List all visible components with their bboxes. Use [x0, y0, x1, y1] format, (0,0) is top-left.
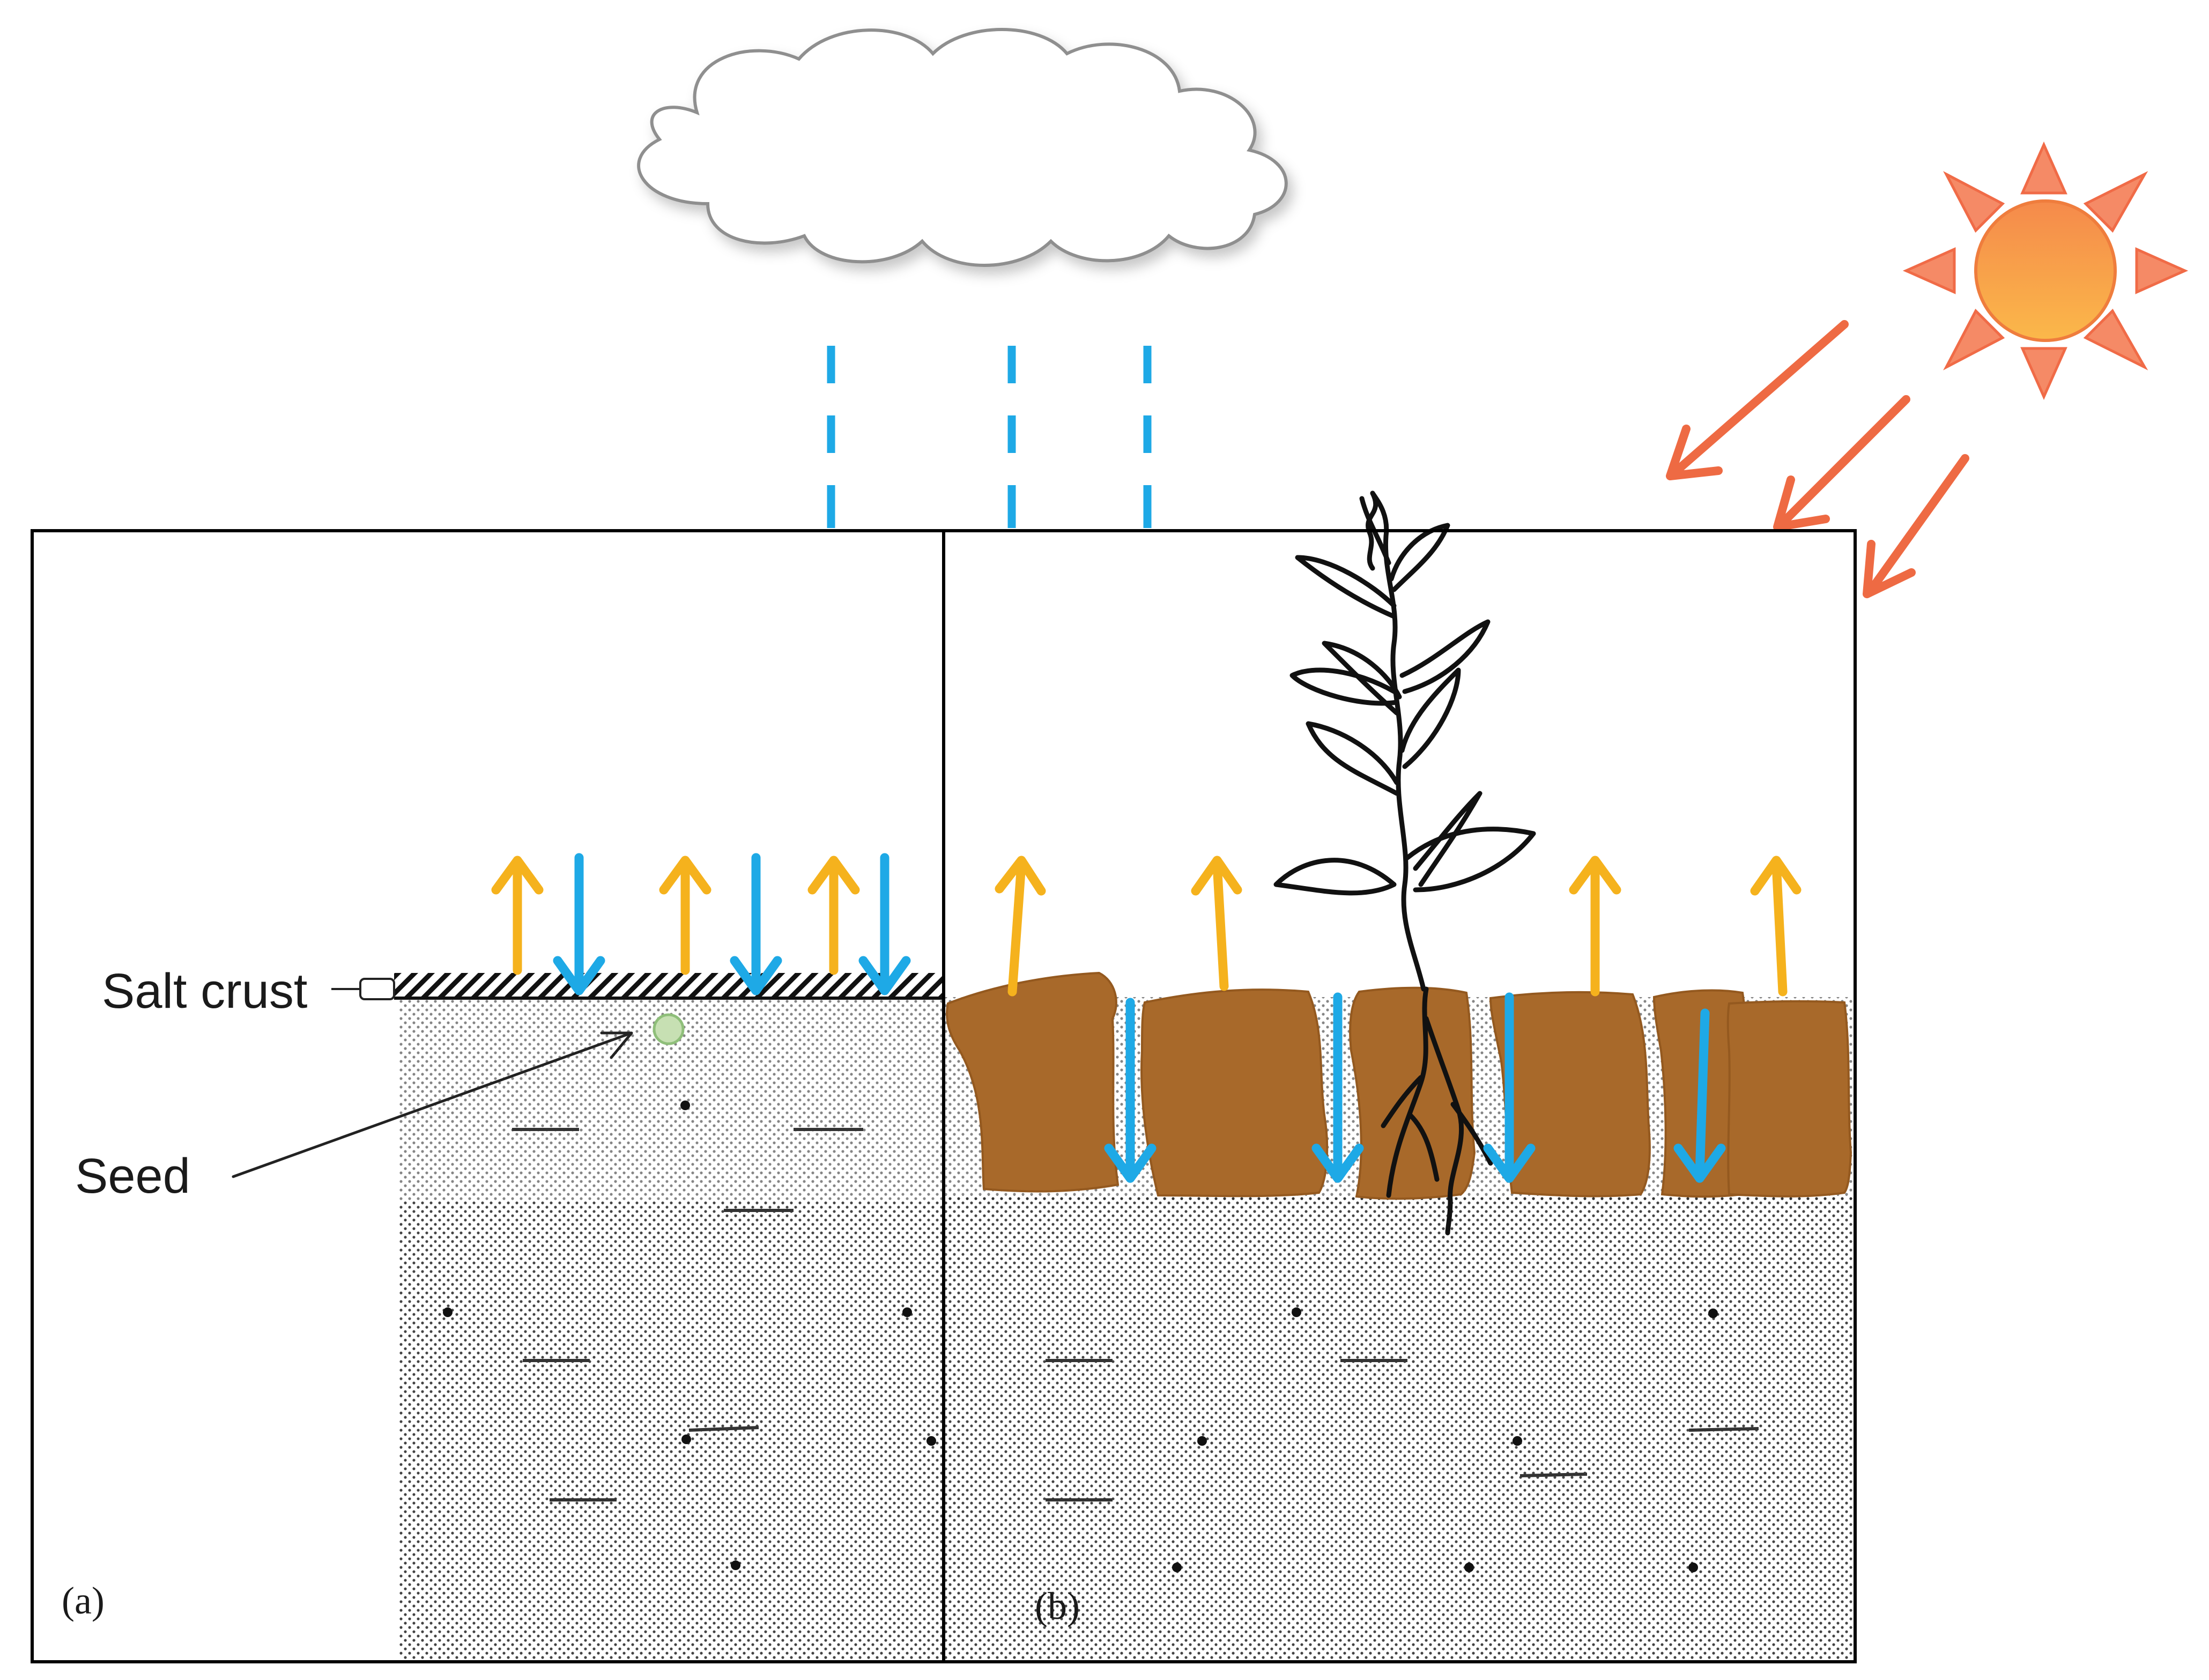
salt-crust-pointer: [331, 978, 395, 1000]
infiltration-arrow: [1483, 992, 1536, 1183]
evaporation-arrows: [491, 856, 860, 975]
salt-crust-label: Salt crust: [102, 964, 307, 1019]
seed: [653, 1013, 685, 1045]
infiltration-arrow: [1311, 992, 1364, 1183]
soil-bottom-layer: [399, 1201, 942, 1662]
evaporation-arrow: [807, 856, 860, 975]
panel-b-label: (b): [1035, 1585, 1080, 1627]
seed-pointer: [232, 1031, 633, 1178]
sun-ray-arrow: [1863, 454, 1969, 598]
evaporation-arrow: [491, 856, 544, 975]
cloud-icon: [637, 28, 1288, 267]
panel-a-label: (a): [62, 1579, 105, 1622]
panel-frames: [31, 529, 1857, 1663]
evaporation-arrow: [1569, 856, 1621, 997]
infiltration-arrow: [858, 853, 911, 995]
seed-label: Seed: [75, 1149, 190, 1203]
infiltration-arrows: [1104, 992, 1726, 1183]
soil-clod: [1726, 1000, 1852, 1198]
sun-rays: [1666, 320, 1969, 598]
panel-a: Salt crust Seed: [62, 853, 942, 1662]
soil-particles: [443, 1101, 936, 1570]
panel-b: (b): [945, 490, 1852, 1662]
soil-clods: [946, 971, 1852, 1200]
plant-icon: [1273, 490, 1536, 1236]
sun-icon: [1902, 141, 2189, 400]
soil-clod: [1349, 986, 1476, 1200]
evaporation-arrow: [995, 856, 1046, 997]
salt-crust: [394, 973, 942, 997]
infiltration-arrow: [1104, 998, 1157, 1183]
infiltration-arrow: [730, 853, 782, 995]
soil-clod: [1140, 988, 1329, 1198]
evaporation-arrow: [659, 856, 711, 975]
evaporation-arrows: [995, 856, 1802, 997]
sun-ray-arrow: [1773, 395, 1910, 531]
evaporation-arrow: [1750, 856, 1802, 997]
soil-clod: [946, 971, 1120, 1193]
panel-b-frame: [942, 529, 1857, 1663]
infiltration-arrow: [553, 853, 605, 995]
sun-ray-arrow: [1666, 320, 1849, 480]
soil-particles: [1046, 1307, 1759, 1572]
evaporation-arrow: [1191, 856, 1242, 991]
infiltration-arrows: [553, 853, 911, 995]
infiltration-arrow: [1673, 1008, 1726, 1183]
rain: [827, 346, 1152, 528]
